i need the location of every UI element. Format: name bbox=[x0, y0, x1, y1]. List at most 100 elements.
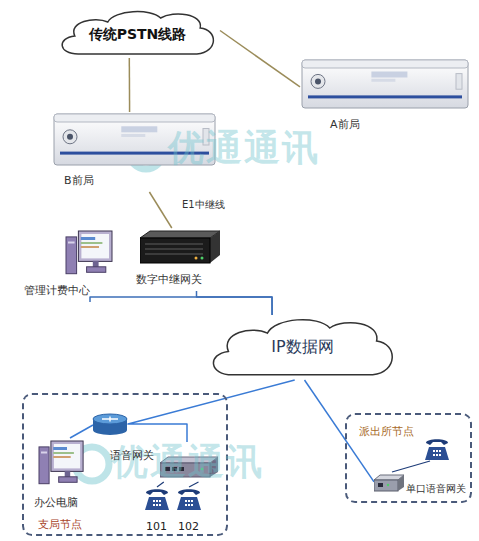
gateway-box: 单口语音网关 bbox=[374, 472, 469, 500]
computer-icon bbox=[65, 230, 113, 276]
drawing-part bbox=[145, 248, 203, 250]
drawing-part bbox=[93, 425, 127, 435]
drawing-part bbox=[53, 456, 70, 458]
drawing-part bbox=[66, 237, 77, 274]
drawing-part bbox=[188, 504, 190, 506]
edge-label: E1中继线 bbox=[181, 199, 226, 211]
drawing-part bbox=[41, 452, 47, 454]
drawing-part bbox=[146, 489, 168, 495]
connector-line bbox=[189, 482, 199, 487]
drawing-part bbox=[144, 487, 170, 511]
drawing-part bbox=[62, 12, 213, 54]
drawing-part bbox=[308, 95, 462, 98]
drawing-part bbox=[439, 450, 441, 452]
drawing-part bbox=[210, 231, 220, 263]
phone-icon bbox=[144, 487, 170, 511]
connector-line bbox=[197, 291, 273, 315]
drawing-part bbox=[67, 134, 73, 140]
drawing-part bbox=[374, 474, 404, 492]
drawing-part bbox=[53, 447, 67, 450]
drawing-part bbox=[102, 417, 118, 422]
drawing-part bbox=[159, 504, 161, 506]
drawing-part bbox=[145, 243, 203, 245]
drawing-part bbox=[178, 489, 200, 495]
extension-number: 101 bbox=[146, 520, 167, 533]
phone-box: 101 bbox=[142, 487, 172, 538]
drawing-part bbox=[185, 504, 187, 506]
device-label: 单口语音网关 bbox=[406, 483, 466, 495]
drawing-part bbox=[156, 504, 158, 506]
drawing-part bbox=[54, 114, 215, 165]
drawing-part bbox=[53, 452, 74, 454]
drawing-part bbox=[59, 477, 77, 483]
drawing-part bbox=[436, 450, 438, 452]
drawing-part bbox=[387, 484, 389, 486]
drawing-part bbox=[87, 267, 106, 273]
exchange-device bbox=[300, 58, 470, 110]
connector-line bbox=[220, 31, 300, 87]
drawing-part bbox=[210, 457, 218, 477]
drawing-part bbox=[93, 261, 99, 267]
drawing-part bbox=[177, 497, 201, 510]
pstn-cloud: 传统PSTN线路 bbox=[55, 8, 220, 58]
drawing-part bbox=[311, 74, 325, 88]
lan-wire bbox=[70, 425, 93, 438]
drawing-part bbox=[371, 72, 407, 78]
drawing-part bbox=[121, 134, 145, 137]
drawing-part bbox=[121, 126, 157, 132]
computer-icon bbox=[38, 440, 84, 486]
drawing-part bbox=[374, 480, 398, 491]
connector-line bbox=[157, 482, 164, 487]
computer-box: 办公电脑 bbox=[32, 440, 90, 514]
drawing-part bbox=[191, 504, 193, 506]
router-icon bbox=[93, 414, 127, 435]
drawing-part bbox=[38, 440, 84, 486]
phone-icon bbox=[425, 439, 449, 460]
drawing-part bbox=[153, 504, 155, 506]
drawing-part bbox=[81, 246, 99, 248]
drawing-part bbox=[153, 500, 155, 502]
drawing-part bbox=[60, 152, 209, 155]
drawing-part bbox=[81, 237, 95, 240]
drawing-part bbox=[302, 60, 468, 108]
drawing-part bbox=[160, 463, 210, 477]
drawing-part bbox=[201, 468, 204, 471]
exchange-box: A前局 bbox=[300, 58, 470, 136]
device-label: B前局 bbox=[64, 174, 94, 187]
drawing-part bbox=[145, 253, 203, 255]
phone-wire bbox=[392, 461, 430, 472]
drawing-part bbox=[63, 130, 77, 144]
drawing-part bbox=[140, 238, 210, 263]
watermark-holder: 优通通讯 bbox=[168, 126, 320, 169]
cloud-label: 传统PSTN线路 bbox=[89, 26, 187, 43]
drawing-part bbox=[140, 231, 220, 238]
drawing-part bbox=[433, 454, 435, 456]
device-label: 管理计费中心 bbox=[24, 284, 90, 297]
drawing-part bbox=[54, 444, 80, 468]
drawing-part bbox=[93, 414, 127, 424]
drawing-part bbox=[191, 500, 193, 502]
drawing-part bbox=[371, 79, 395, 82]
drawing-part bbox=[78, 231, 112, 261]
drawing-part bbox=[51, 441, 83, 471]
gateway-box: 数字中继网关 bbox=[130, 228, 225, 291]
rack-gateway bbox=[140, 230, 220, 264]
drawing-part bbox=[300, 58, 470, 110]
ip-cloud: IP数据网 bbox=[205, 315, 400, 380]
drawing-part bbox=[426, 439, 448, 445]
drawing-part bbox=[65, 230, 113, 276]
drawing-part bbox=[176, 487, 202, 511]
computer-box: 管理计费中心 bbox=[18, 228, 118, 302]
drawing-part bbox=[165, 467, 170, 471]
phone-box: 102 bbox=[174, 487, 204, 538]
watermark: 优通通讯 bbox=[168, 126, 320, 169]
region-label: 支局节点 bbox=[38, 518, 82, 531]
drawing-part bbox=[65, 471, 71, 477]
drawing-part bbox=[39, 447, 49, 484]
device-label: 语音网关 bbox=[110, 449, 154, 462]
drawing-part bbox=[203, 129, 209, 146]
drawing-part bbox=[456, 74, 462, 90]
connector-line bbox=[129, 58, 131, 112]
drawing-part bbox=[81, 242, 103, 244]
